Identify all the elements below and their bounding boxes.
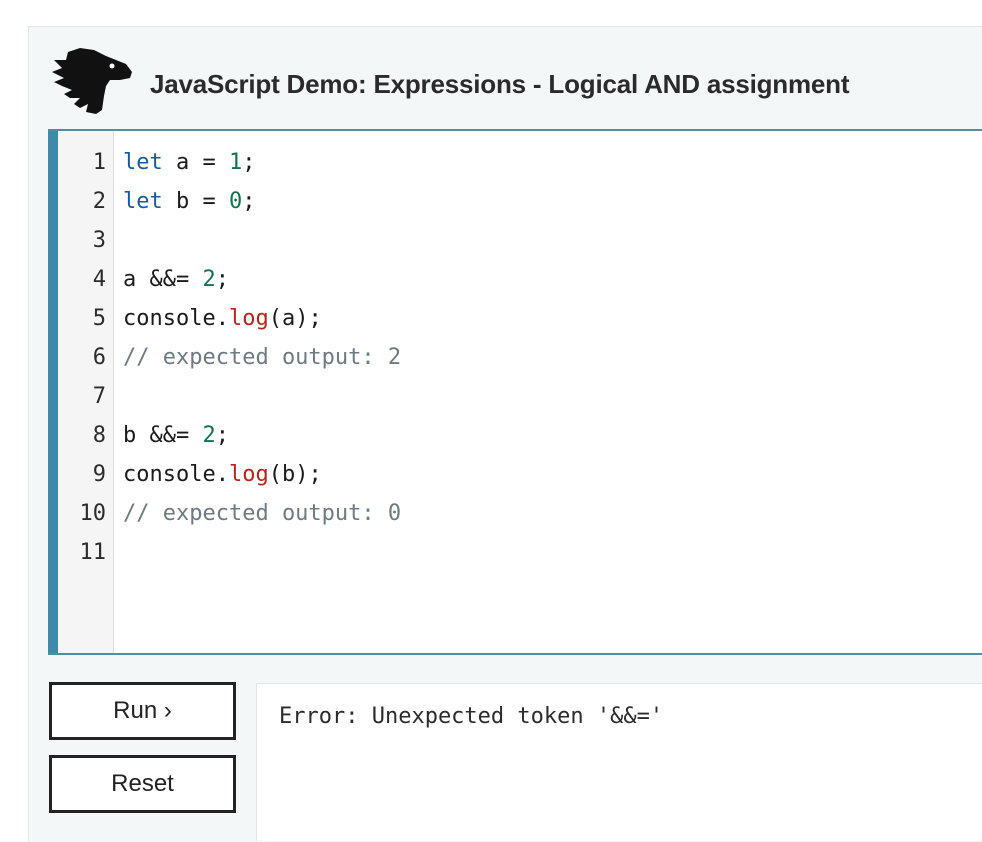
code-token: a &&= [123, 267, 203, 292]
code-line[interactable]: 2 let b = 0; [48, 182, 982, 221]
code-line[interactable]: 6 // expected output: 2 [48, 338, 982, 377]
code-token: let [123, 150, 163, 175]
code-token: b &&= [123, 423, 203, 448]
demo-header: JavaScript Demo: Expressions - Logical A… [50, 44, 980, 124]
page-title: JavaScript Demo: Expressions - Logical A… [150, 69, 850, 99]
code-token: // expected output: 0 [123, 501, 402, 526]
dinosaur-head-icon [52, 48, 132, 114]
code-line[interactable]: 3 [48, 221, 982, 260]
code-line[interactable]: 9 console.log(b); [48, 455, 982, 494]
line-number: 11 [79, 540, 107, 565]
code-line[interactable]: 7 [48, 377, 982, 416]
line-number: 7 [92, 384, 106, 409]
reset-button[interactable]: Reset [49, 755, 236, 813]
code-token: (a); [268, 306, 322, 331]
code-token: ; [242, 189, 256, 214]
code-token: console. [123, 306, 229, 331]
code-token: console. [123, 462, 229, 487]
code-token: b = [162, 189, 229, 214]
code-text[interactable]: console.log(b); [123, 455, 322, 494]
code-text[interactable]: let a = 1; [123, 143, 255, 182]
code-line[interactable]: 11 [48, 533, 982, 572]
code-line[interactable]: 10 // expected output: 0 [48, 494, 982, 533]
console-output: Error: Unexpected token '&&=' [256, 683, 982, 841]
code-token: ; [215, 423, 229, 448]
code-token: log [228, 462, 269, 487]
line-number: 9 [92, 462, 106, 487]
code-token: 2 [202, 267, 216, 292]
line-number: 1 [92, 150, 106, 175]
line-number: 3 [92, 228, 106, 253]
run-button[interactable]: Run › [49, 682, 236, 740]
line-number: 5 [92, 306, 106, 331]
line-number: 6 [92, 345, 106, 370]
line-number: 4 [92, 267, 106, 292]
code-text[interactable]: a &&= 2; [123, 260, 229, 299]
code-token: log [228, 306, 269, 331]
code-token: let [123, 189, 163, 214]
line-number: 8 [92, 423, 106, 448]
code-text[interactable]: // expected output: 0 [123, 494, 401, 533]
line-number: 2 [92, 189, 106, 214]
output-text: Error: Unexpected token '&&=' [279, 704, 664, 729]
code-token: // expected output: 2 [123, 345, 402, 370]
code-line[interactable]: 8 b &&= 2; [48, 416, 982, 455]
line-number: 10 [79, 501, 107, 526]
code-token: (b); [268, 462, 322, 487]
code-token: 0 [228, 189, 243, 214]
editor-accent-bar [48, 131, 58, 653]
code-text[interactable]: console.log(a); [123, 299, 322, 338]
code-text[interactable]: // expected output: 2 [123, 338, 401, 377]
code-token: ; [215, 267, 229, 292]
code-text[interactable]: let b = 0; [123, 182, 255, 221]
code-token: ; [242, 150, 256, 175]
code-token: 2 [202, 423, 216, 448]
code-text[interactable]: b &&= 2; [123, 416, 229, 455]
line-number-gutter [58, 131, 114, 653]
code-token: 1 [228, 150, 243, 175]
code-line[interactable]: 5 console.log(a); [48, 299, 982, 338]
code-line[interactable]: 4 a &&= 2; [48, 260, 982, 299]
code-token: a = [162, 150, 229, 175]
